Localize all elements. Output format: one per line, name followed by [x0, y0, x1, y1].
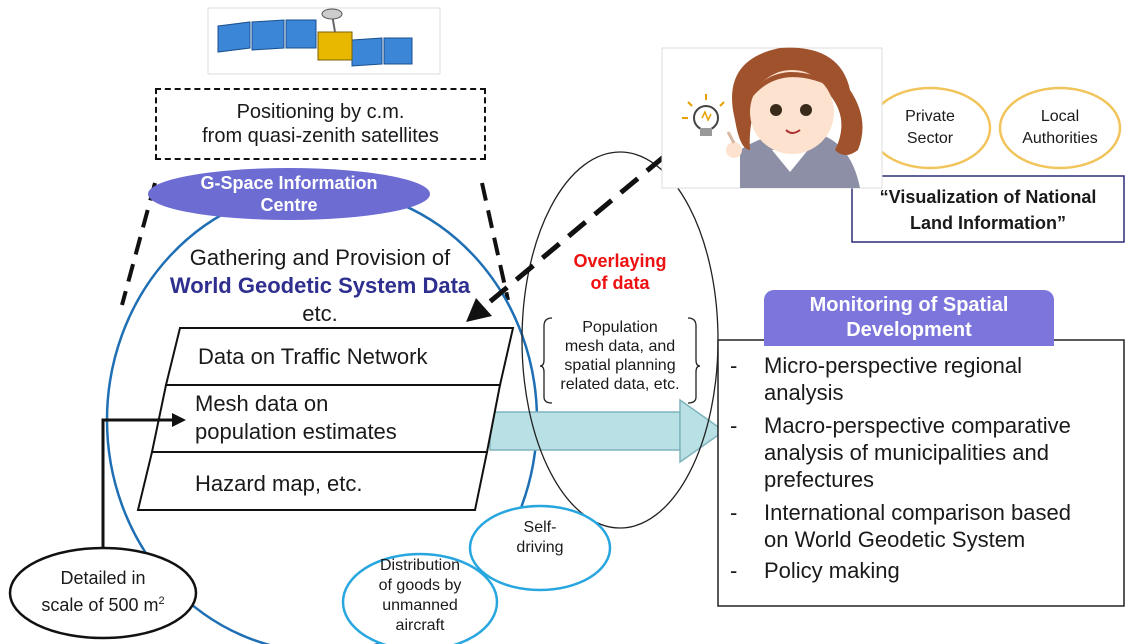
item4-line1: Policy making [764, 558, 900, 583]
detail-label: Detailed in scale of 500 m2 [14, 567, 192, 617]
item1-line2: analysis [764, 380, 844, 405]
gspace-line2: Centre [260, 195, 318, 215]
detail-line1: Detailed in [60, 568, 146, 588]
self-driving-label: Self- driving [490, 518, 590, 558]
distribution-label: Distribution of goods by unmanned aircra… [360, 556, 480, 636]
data-layer-stack [136, 327, 515, 511]
local-authorities-ellipse [998, 86, 1122, 170]
satellite-icon [207, 7, 441, 75]
monitoring-item: - International comparison based on Worl… [730, 499, 1120, 553]
local-authorities-label: Local Authorities [1005, 106, 1115, 150]
monitoring-line2: Development [846, 319, 972, 341]
light-bulb-icon [682, 94, 725, 136]
overlay-desc-line4: related data, etc. [560, 376, 680, 393]
geodetic-title: World Geodetic System Data [169, 273, 471, 298]
item2-line1: Macro-perspective comparative [764, 413, 1071, 438]
funnel-line-right [480, 182, 510, 301]
local-line1: Local [1040, 108, 1080, 125]
self-driving-ellipse [468, 504, 612, 592]
gathering-line3: etc. [302, 301, 338, 326]
visualization-line2: Land Information” [910, 213, 1066, 233]
bullet-dash: - [730, 500, 738, 525]
overlay-desc-line2: mesh data, and [564, 338, 676, 355]
layer-hazard-label: Hazard map, etc. [195, 471, 363, 496]
monitoring-box [717, 339, 1125, 607]
monitoring-list: - Micro-perspective regional analysis - … [730, 352, 1120, 584]
gspace-line1: G-Space Information [200, 173, 378, 193]
monitoring-item: - Policy making [730, 557, 1120, 584]
detail-ellipse [8, 546, 198, 640]
private-sector-label: Private Sector [880, 106, 980, 150]
positioning-box: Positioning by c.m. from quasi-zenith sa… [155, 88, 486, 160]
visualization-box [851, 175, 1125, 243]
item1-line1: Micro-perspective regional [764, 353, 1022, 378]
dashed-arrow [478, 133, 692, 312]
monitoring-item: - Micro-perspective regional analysis [730, 352, 1120, 406]
gathering-line1: Gathering and Provision of [189, 245, 451, 270]
local-line2: Authorities [1022, 130, 1098, 147]
detail-arrow [101, 418, 176, 562]
positioning-line2: from quasi-zenith satellites [202, 125, 439, 147]
detail-scale-text: scale of 500 m [41, 595, 159, 615]
monitoring-line1: Monitoring of Spatial [809, 294, 1009, 316]
self-driving-line2: driving [516, 539, 564, 556]
bullet-dash: - [730, 558, 738, 583]
bullet-dash: - [730, 353, 738, 378]
overlay-desc-line3: spatial planning [564, 357, 676, 374]
self-driving-line1: Self- [523, 519, 557, 536]
detail-line2: scale of 500 m2 [41, 590, 164, 617]
overlay-desc-line1: Population [582, 319, 658, 336]
monitoring-item: - Macro-perspective comparative analysis… [730, 412, 1120, 493]
distribution-line4: aircraft [395, 617, 445, 634]
detail-superscript: 2 [158, 595, 165, 607]
item3-line1: International comparison based [764, 500, 1071, 525]
flow-arrow [489, 398, 726, 464]
distribution-line2: of goods by [378, 577, 462, 594]
distribution-line3: unmanned [382, 597, 458, 614]
item2-line2: analysis of municipalities and [764, 440, 1049, 465]
overlaying-description: Population mesh data, and spatial planni… [548, 318, 692, 394]
positioning-line1: Positioning by c.m. [236, 101, 405, 123]
gspace-centre-pill: G-Space Information Centre [148, 168, 430, 220]
visualization-line1: “Visualization of National [879, 187, 1097, 207]
overlaying-title: Overlaying of data [540, 250, 700, 294]
mesh-line2: population estimates [195, 419, 397, 444]
item3-line2: on World Geodetic System [764, 527, 1026, 552]
gathering-text: Gathering and Provision of World Geodeti… [140, 244, 500, 328]
distribution-line1: Distribution [379, 557, 461, 574]
private-line2: Sector [906, 130, 954, 147]
bullet-dash: - [730, 413, 738, 438]
monitoring-title-pill: Monitoring of Spatial Development [764, 290, 1054, 346]
visualization-title: “Visualization of National Land Informat… [852, 180, 1124, 240]
mesh-line1: Mesh data on [195, 391, 329, 416]
layer-traffic-label: Data on Traffic Network [198, 344, 428, 369]
overlaying-line1: Overlaying [573, 251, 667, 271]
funnel-line-left [120, 182, 157, 306]
overlaying-line2: of data [590, 273, 650, 293]
layer-mesh-label: Mesh data on population estimates [195, 390, 495, 446]
private-line1: Private [905, 108, 955, 125]
item2-line3: prefectures [764, 467, 875, 492]
distribution-ellipse [341, 552, 499, 644]
